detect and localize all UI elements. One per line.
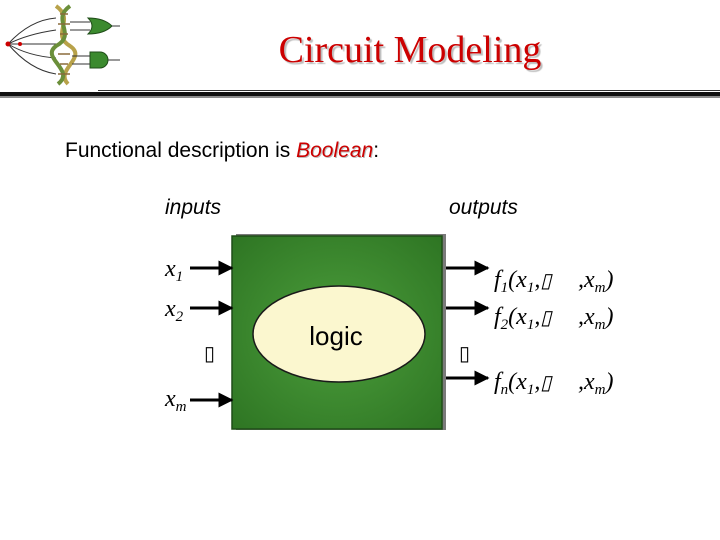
output-func-n: fn(x1,▯ ,xm)	[494, 369, 614, 398]
boolean-emphasis: Boolean	[296, 139, 374, 162]
svg-text:f1(x1,▯: f1(x1,▯	[494, 267, 553, 296]
title-rule-thin	[98, 90, 720, 91]
logic-ellipse	[252, 285, 426, 383]
svg-text:,xm): ,xm)	[578, 267, 614, 296]
svg-text:f2(x1,▯: f2(x1,▯	[494, 304, 553, 333]
logic-label: logic	[309, 321, 362, 351]
input-var-m: xm	[164, 386, 187, 415]
svg-text:,xm): ,xm)	[578, 369, 614, 398]
title-rule-thick	[0, 92, 720, 96]
output-func-2: f2(x1,▯ ,xm)	[494, 304, 614, 333]
input-var-2: x2	[164, 296, 184, 325]
title-rule-shadow	[0, 96, 720, 98]
subtitle-prefix: Functional description is	[65, 139, 297, 162]
input-var-1: x1	[164, 256, 183, 285]
circuit-dna-logo-icon	[5, 4, 120, 86]
output-func-1: f1(x1,▯ ,xm)	[494, 267, 614, 296]
svg-text:fn(x1,▯: fn(x1,▯	[494, 369, 553, 398]
outputs-label: outputs	[449, 196, 518, 219]
output-ellipsis-glyph: ▯	[459, 343, 470, 365]
svg-text:,xm): ,xm)	[578, 304, 614, 333]
subtitle-suffix: :	[373, 139, 380, 162]
slide-title: Circuit Modeling	[278, 29, 542, 71]
input-ellipsis-glyph: ▯	[204, 343, 215, 365]
functional-description-line: Functional description is Boolean:	[65, 139, 379, 163]
inputs-label: inputs	[165, 196, 222, 219]
